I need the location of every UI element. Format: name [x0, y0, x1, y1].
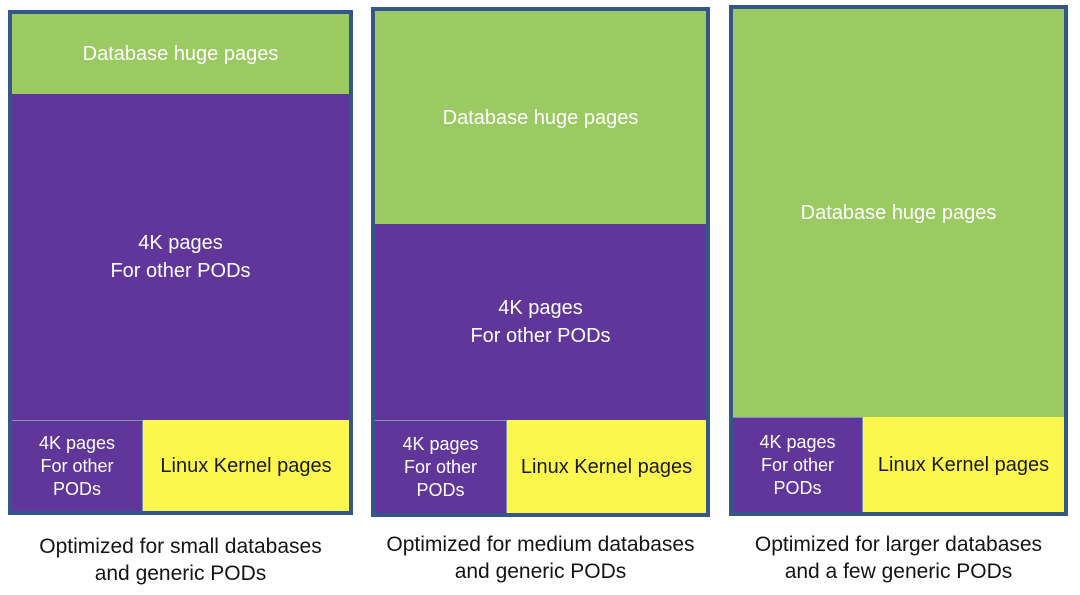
- caption-larger-databases: Optimized for larger databases and a few…: [729, 531, 1068, 585]
- 4k-pages-small-region: 4K pages For other PODs: [12, 420, 143, 511]
- caption-medium-line1: Optimized for medium databases: [386, 533, 695, 556]
- bottom-strip: 4K pages For other PODs Linux Kernel pag…: [375, 420, 706, 513]
- 4k-pages-small-line1: 4K pages: [38, 432, 116, 453]
- huge-pages-label: Database huge pages: [442, 106, 639, 129]
- caption-larger-line2: and a few generic PODs: [784, 560, 1013, 583]
- huge-pages-region: Database huge pages: [12, 14, 349, 94]
- 4k-pages-small-label: 4K pages For other PODs: [402, 433, 478, 502]
- 4k-pages-small-line2: For other: [403, 456, 478, 477]
- panel-medium-databases: Database huge pages 4K pages For other P…: [371, 7, 710, 517]
- panel-larger-databases: Database huge pages 4K pages For other P…: [729, 5, 1068, 516]
- 4k-pages-small-region: 4K pages For other PODs: [375, 420, 507, 513]
- 4k-pages-small-line2: For other: [760, 454, 835, 475]
- bottom-strip: 4K pages For other PODs Linux Kernel pag…: [733, 417, 1064, 512]
- caption-small-line1: Optimized for small databases: [39, 535, 322, 558]
- huge-pages-region: Database huge pages: [733, 9, 1064, 417]
- 4k-pages-small-line1: 4K pages: [402, 433, 479, 454]
- kernel-pages-region: Linux Kernel pages: [507, 420, 706, 513]
- kernel-pages-label: Linux Kernel pages: [520, 455, 693, 478]
- caption-larger-line1: Optimized for larger databases: [754, 533, 1043, 556]
- kernel-pages-region: Linux Kernel pages: [143, 420, 349, 511]
- kernel-pages-label: Linux Kernel pages: [160, 454, 332, 477]
- huge-pages-region: Database huge pages: [375, 11, 706, 224]
- 4k-pages-label: 4K pages For other PODs: [110, 229, 250, 285]
- 4k-pages-small-line1: 4K pages: [759, 431, 836, 452]
- bottom-strip: 4K pages For other PODs Linux Kernel pag…: [12, 420, 349, 511]
- 4k-pages-small-line3: PODs: [416, 479, 465, 500]
- 4k-pages-label-line2: For other PODs: [470, 325, 611, 347]
- kernel-pages-region: Linux Kernel pages: [863, 417, 1064, 512]
- 4k-pages-small-line3: PODs: [52, 478, 101, 499]
- 4k-pages-small-line2: For other: [40, 455, 114, 476]
- 4k-pages-small-label: 4K pages For other PODs: [39, 432, 115, 501]
- kernel-pages-label: Linux Kernel pages: [877, 453, 1050, 476]
- caption-medium-line2: and generic PODs: [454, 560, 627, 583]
- 4k-pages-small-line3: PODs: [773, 477, 822, 498]
- caption-small-line2: and generic PODs: [94, 562, 267, 585]
- caption-medium-databases: Optimized for medium databases and gener…: [371, 531, 710, 585]
- 4k-pages-region: 4K pages For other PODs: [12, 94, 349, 420]
- 4k-pages-label-line2: For other PODs: [110, 260, 251, 282]
- huge-pages-label: Database huge pages: [82, 43, 279, 65]
- 4k-pages-label: 4K pages For other PODs: [470, 294, 610, 350]
- 4k-pages-small-region: 4K pages For other PODs: [733, 417, 863, 512]
- caption-small-databases: Optimized for small databases and generi…: [8, 533, 353, 587]
- 4k-pages-label-line1: 4K pages: [498, 297, 583, 319]
- 4k-pages-region: 4K pages For other PODs: [375, 224, 706, 420]
- panel-small-databases: Database huge pages 4K pages For other P…: [8, 10, 353, 515]
- huge-pages-label: Database huge pages: [800, 202, 997, 224]
- 4k-pages-label-line1: 4K pages: [138, 232, 223, 254]
- 4k-pages-small-label: 4K pages For other PODs: [759, 431, 835, 500]
